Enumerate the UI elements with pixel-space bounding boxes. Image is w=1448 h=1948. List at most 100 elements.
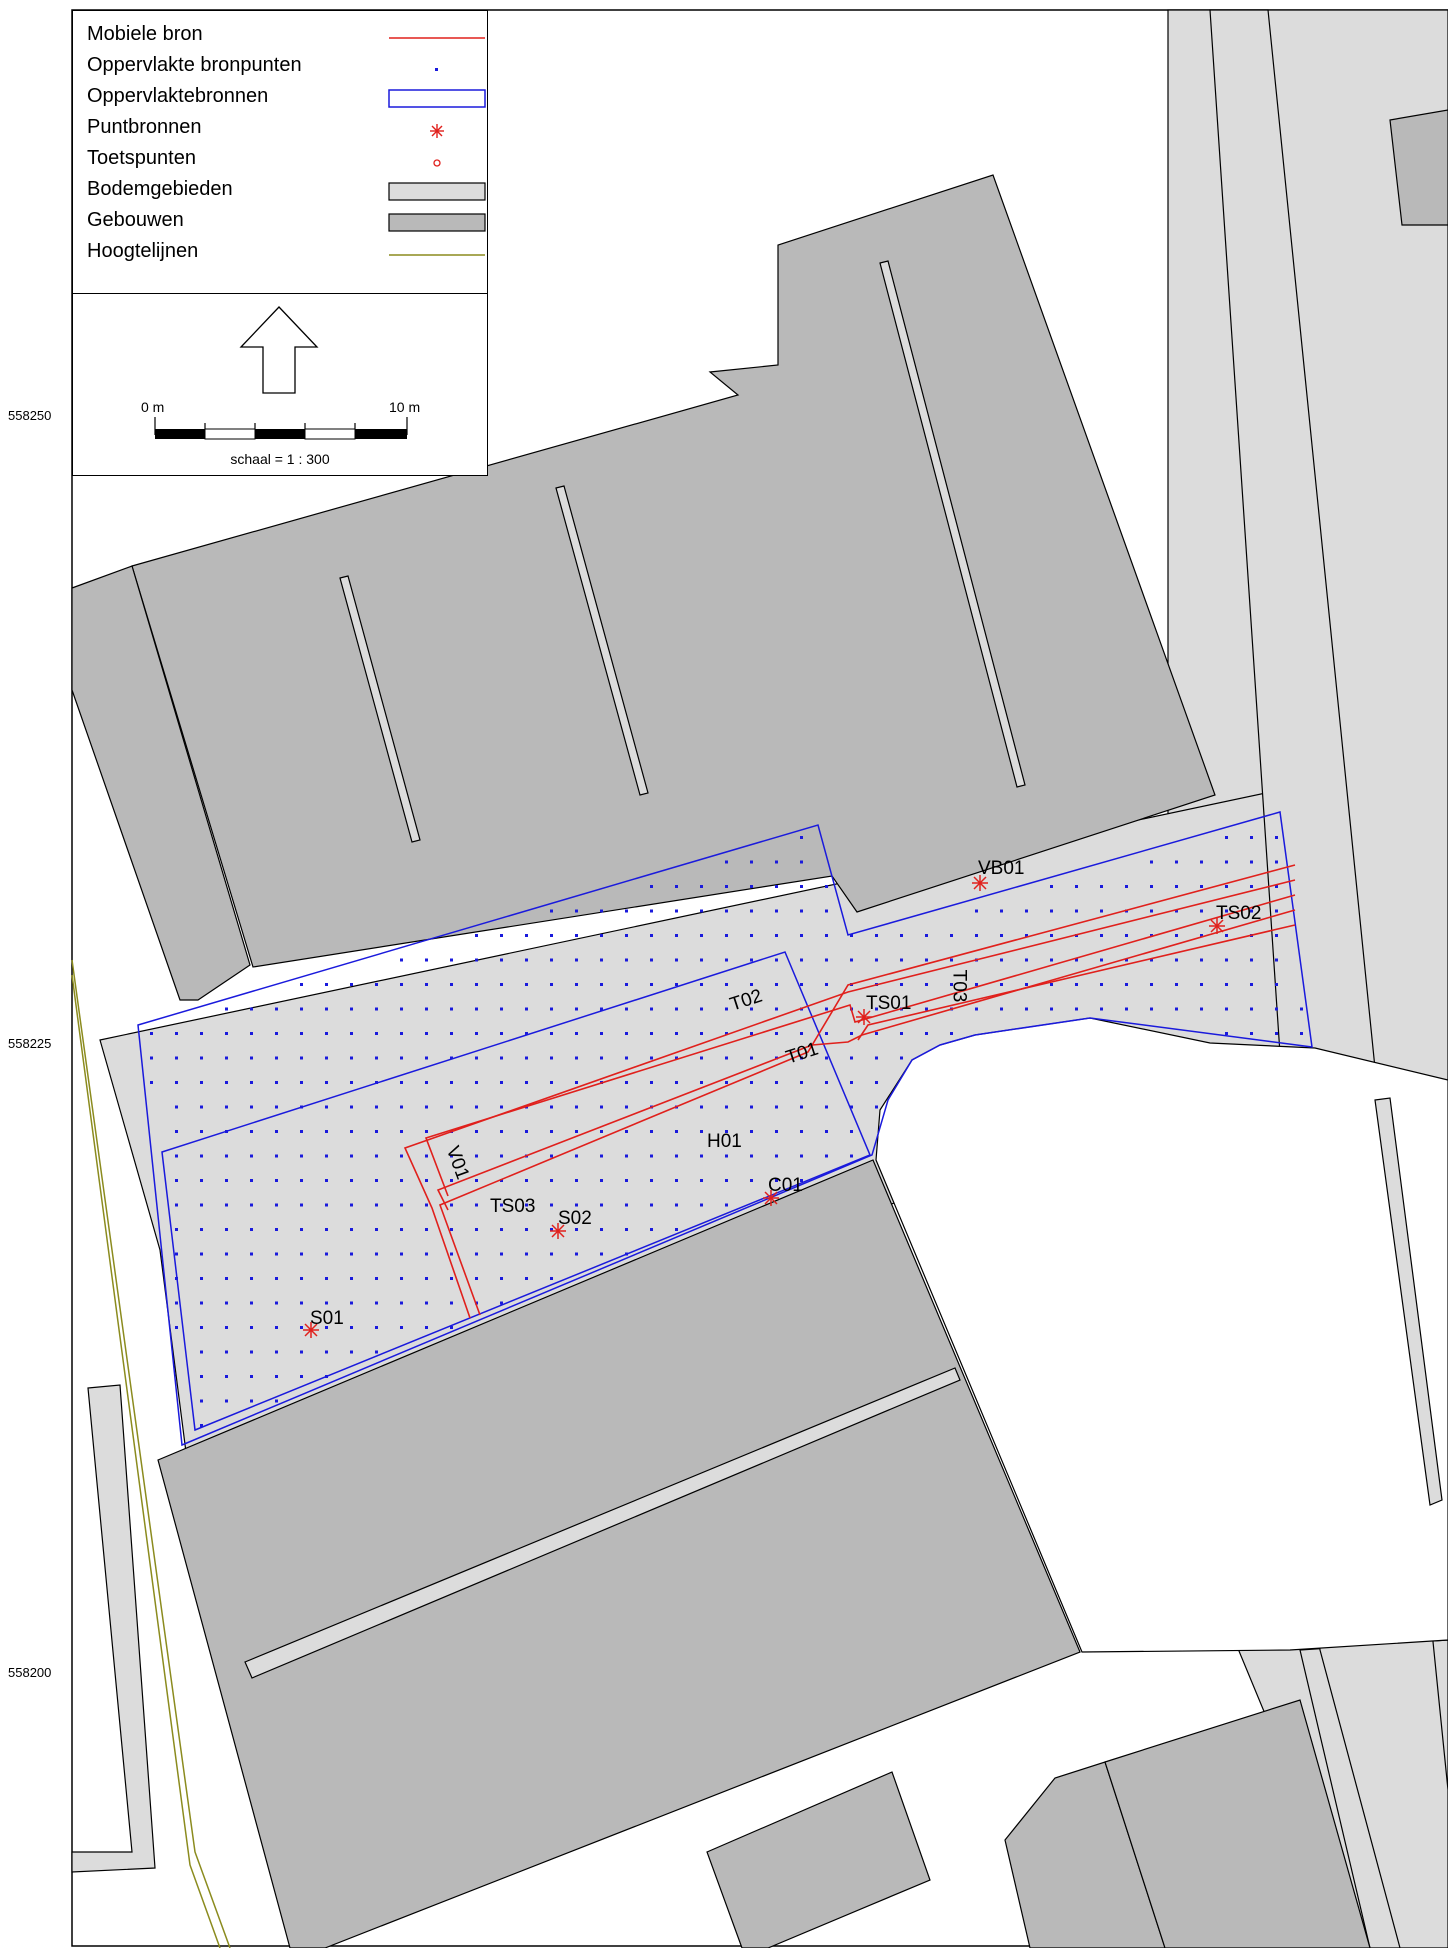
area-source-point: [600, 1203, 603, 1207]
area-source-point: [450, 1252, 453, 1256]
area-source-point: [1175, 934, 1178, 937]
area-source-point: [1125, 934, 1128, 937]
area-source-point: [250, 1399, 253, 1403]
area-source-point: [200, 1301, 203, 1305]
area-source-point: [575, 934, 578, 937]
area-source-point: [350, 1203, 353, 1207]
area-source-point: [1250, 983, 1253, 986]
area-source-point: [400, 1130, 403, 1133]
area-source-point: [725, 860, 728, 864]
area-source-point: [900, 1032, 903, 1035]
area-source-point: [225, 1056, 228, 1060]
area-source-point: [450, 1154, 453, 1158]
label-t03[interactable]: T03: [948, 969, 970, 1003]
label-s02[interactable]: S02: [558, 1208, 592, 1229]
area-source-point: [250, 1228, 253, 1231]
area-source-point: [200, 1081, 203, 1084]
area-source-point: [550, 983, 553, 986]
area-source-point: [375, 1228, 378, 1231]
label-vb01[interactable]: VB01: [978, 858, 1025, 879]
area-source-point: [500, 1154, 503, 1158]
point-sources[interactable]: [303, 875, 1225, 1338]
area-source-point: [675, 1179, 678, 1182]
area-source-point: [175, 1130, 178, 1133]
point-source-s02[interactable]: [550, 1223, 566, 1239]
area-source-point: [1125, 983, 1128, 986]
area-source-point: [450, 1056, 453, 1060]
area-source-point: [700, 934, 703, 937]
area-source-point: [425, 1154, 428, 1158]
area-source-point: [500, 1301, 503, 1305]
area-source-point: [250, 1081, 253, 1084]
strip-5: [1374, 1097, 1443, 1506]
legend-item-hoogtelijnen: Hoogtelijnen: [87, 240, 485, 268]
area-source-point: [750, 1130, 753, 1133]
area-source-point: [675, 958, 678, 962]
area-source-point: [275, 1326, 278, 1329]
area-source-point: [1250, 885, 1253, 888]
area-source-point: [275, 1277, 278, 1280]
area-source-point: [175, 1203, 178, 1207]
point-source-s01[interactable]: [303, 1322, 319, 1338]
label-ts02[interactable]: TS02: [1216, 903, 1262, 924]
area-source-point: [725, 885, 728, 888]
area-source-point: [550, 1130, 553, 1133]
area-source-point: [500, 983, 503, 986]
area-source-point: [300, 1056, 303, 1060]
area-source-point: [225, 1301, 228, 1305]
area-source-point: [275, 1154, 278, 1158]
area-source-point: [300, 1032, 303, 1035]
area-source-point: [475, 1277, 478, 1280]
area-source-point: [850, 1105, 853, 1109]
area-source-point: [175, 1179, 178, 1182]
area-source-point: [1225, 909, 1228, 913]
area-source-point: [500, 1203, 503, 1207]
point-source-ts02[interactable]: [1209, 918, 1225, 934]
label-s01[interactable]: S01: [310, 1308, 344, 1329]
area-source-point: [425, 958, 428, 962]
area-source-point: [850, 1032, 853, 1035]
y-label-558250: 558250: [8, 408, 52, 423]
area-source-point: [675, 1203, 678, 1207]
area-source-point: [500, 958, 503, 962]
area-source-point: [825, 1105, 828, 1109]
area-source-point: [325, 1007, 328, 1011]
area-source-point: [1150, 885, 1153, 888]
area-source-point: [1025, 983, 1028, 986]
area-source-point: [175, 1252, 178, 1256]
area-source-point: [225, 1154, 228, 1158]
area-source-point: [400, 1154, 403, 1158]
area-source-point: [250, 1130, 253, 1133]
area-source-point: [650, 1203, 653, 1207]
label-h01[interactable]: H01: [707, 1131, 742, 1152]
area-source-point: [625, 1032, 628, 1035]
area-source-point: [700, 1179, 703, 1182]
area-source-point: [700, 1081, 703, 1084]
area-source-point: [975, 983, 978, 986]
building-south: [157, 1159, 1081, 1948]
area-source-point: [1150, 1007, 1153, 1011]
label-ts01[interactable]: TS01: [866, 993, 912, 1014]
area-source-point: [800, 1105, 803, 1109]
label-ts03[interactable]: TS03: [490, 1196, 536, 1217]
area-source-point: [300, 1277, 303, 1280]
area-source-point: [375, 1252, 378, 1256]
point-source-ts01[interactable]: [856, 1009, 872, 1025]
area-source-point: [500, 1032, 503, 1035]
label-c01[interactable]: C01: [768, 1175, 803, 1196]
area-source-point: [1025, 934, 1028, 937]
area-source-point: [350, 1154, 353, 1158]
area-source-point: [600, 983, 603, 986]
point-source-vb01[interactable]: [972, 875, 988, 891]
area-source-point: [550, 1203, 553, 1207]
area-source-point: [250, 1277, 253, 1280]
area-source-point: [925, 1032, 928, 1035]
red-small-circle-icon: [433, 159, 441, 167]
area-source-point: [1075, 885, 1078, 888]
point-source-c01[interactable]: [763, 1190, 779, 1206]
area-source-point: [850, 934, 853, 937]
area-source-point: [500, 1105, 503, 1109]
area-source-point: [450, 1301, 453, 1305]
area-source-point: [775, 1081, 778, 1084]
